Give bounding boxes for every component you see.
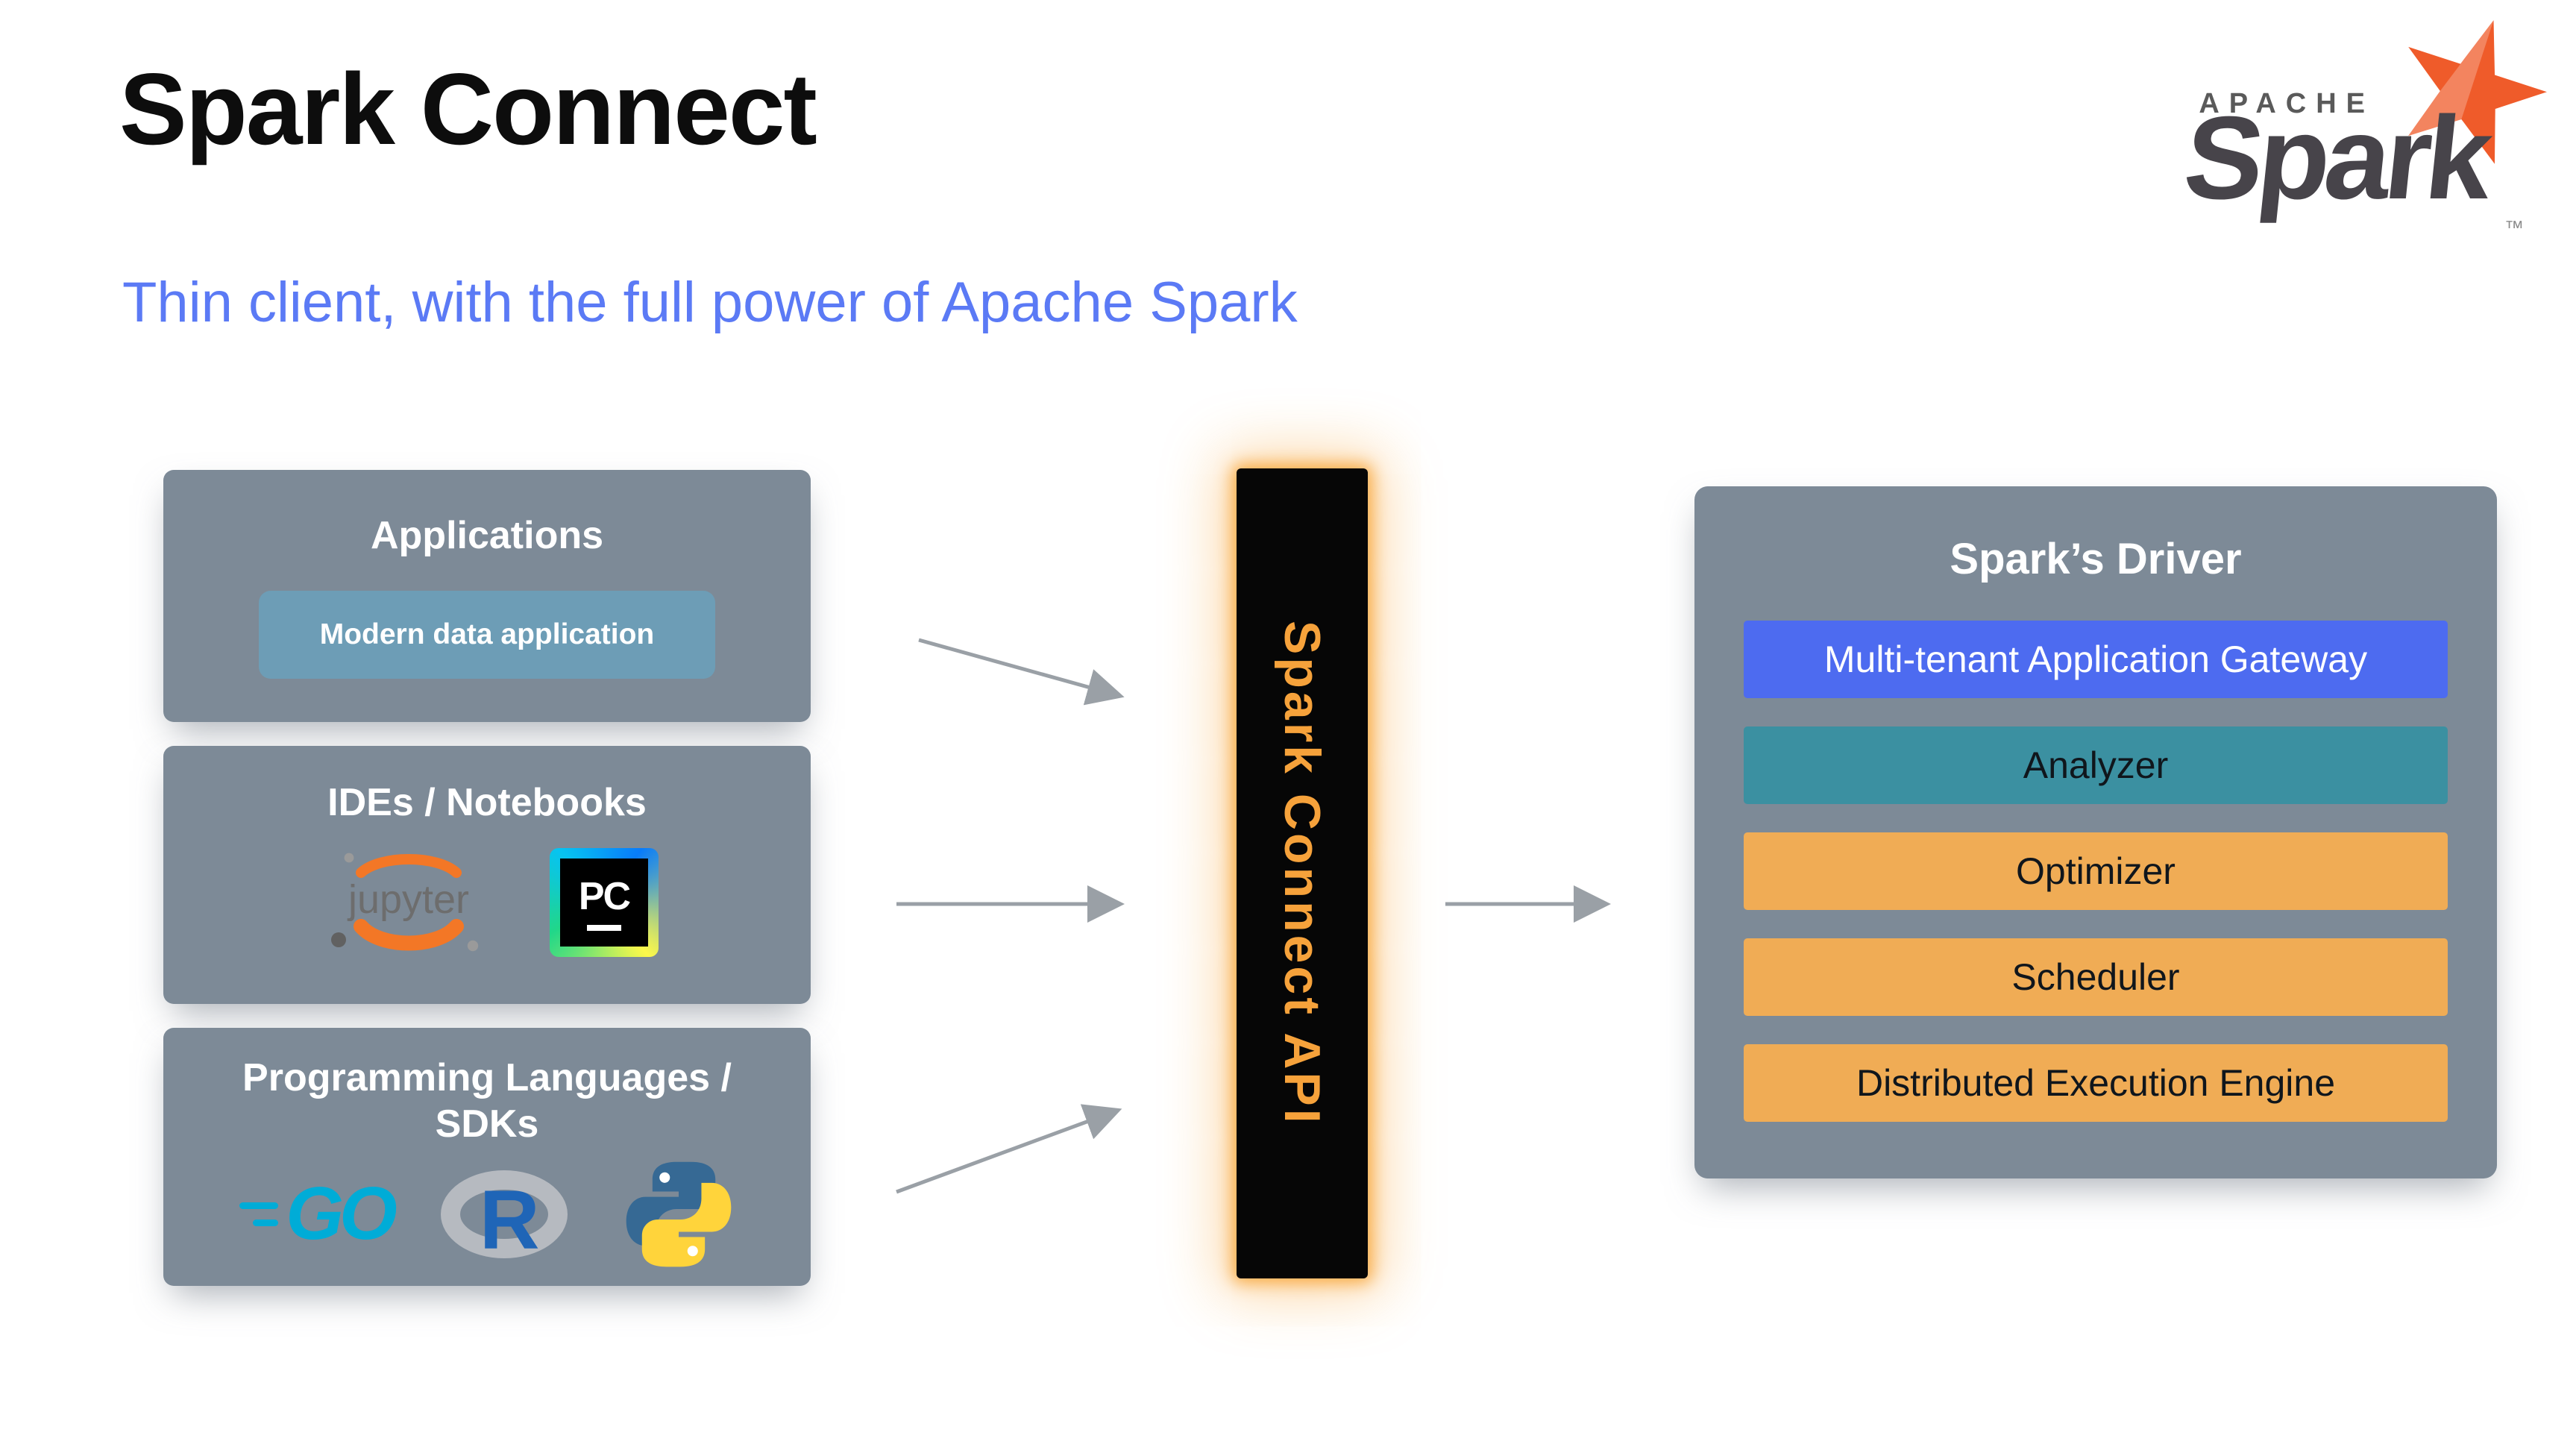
modern-data-application-chip: Modern data application — [259, 591, 715, 679]
spark-connect-api-label: Spark Connect API — [1274, 621, 1331, 1126]
driver-layers: Multi-tenant Application Gateway Analyze… — [1744, 621, 2448, 1122]
go-logo-icon: GO — [239, 1171, 398, 1257]
ides-panel: IDEs / Notebooks jupyter PC — [163, 746, 811, 1004]
arrow-langs-to-api — [896, 1104, 1122, 1194]
apache-label: APACHE — [2199, 88, 2375, 119]
apache-spark-logo: APACHE Spark ™ — [2121, 16, 2547, 240]
pycharm-underscore — [587, 925, 621, 931]
r-label: R — [479, 1173, 540, 1266]
ides-logo-row: jupyter PC — [163, 835, 811, 970]
driver-layer-optimizer: Optimizer — [1744, 832, 2448, 910]
driver-panel: Spark’s Driver Multi-tenant Application … — [1694, 486, 2497, 1178]
driver-title: Spark’s Driver — [1950, 535, 2242, 583]
pycharm-logo-icon: PC — [550, 848, 659, 957]
spark-star-icon — [2408, 20, 2547, 164]
spark-wordmark: Spark — [2178, 92, 2494, 224]
jupyter-logo-icon: jupyter — [331, 853, 479, 952]
ides-panel-title: IDEs / Notebooks — [327, 781, 647, 824]
pycharm-inner: PC — [560, 859, 648, 947]
page-subtitle: Thin client, with the full power of Apac… — [122, 271, 1298, 334]
driver-layer-gateway: Multi-tenant Application Gateway — [1744, 621, 2448, 698]
spark-connect-api-bar: Spark Connect API — [1237, 468, 1368, 1278]
applications-panel-title: Applications — [370, 514, 604, 557]
arrow-apps-to-api — [918, 638, 1125, 706]
languages-panel: Programming Languages / SDKs GO R — [163, 1028, 811, 1286]
driver-layer-analyzer: Analyzer — [1744, 726, 2448, 804]
languages-panel-title: Programming Languages / SDKs — [242, 1056, 732, 1146]
driver-layer-scheduler: Scheduler — [1744, 938, 2448, 1016]
r-logo-icon: R — [440, 1166, 575, 1266]
go-speed-lines — [239, 1202, 279, 1226]
trademark-label: ™ — [2504, 216, 2524, 239]
applications-panel: Applications Modern data application — [163, 470, 811, 722]
pycharm-label: PC — [578, 875, 631, 918]
go-label: GO — [286, 1172, 398, 1256]
driver-layer-execution-engine: Distributed Execution Engine — [1744, 1044, 2448, 1122]
jupyter-label: jupyter — [347, 877, 469, 922]
page-title: Spark Connect — [119, 52, 817, 166]
python-logo-icon — [626, 1161, 732, 1267]
languages-logo-row: GO R — [163, 1158, 811, 1270]
